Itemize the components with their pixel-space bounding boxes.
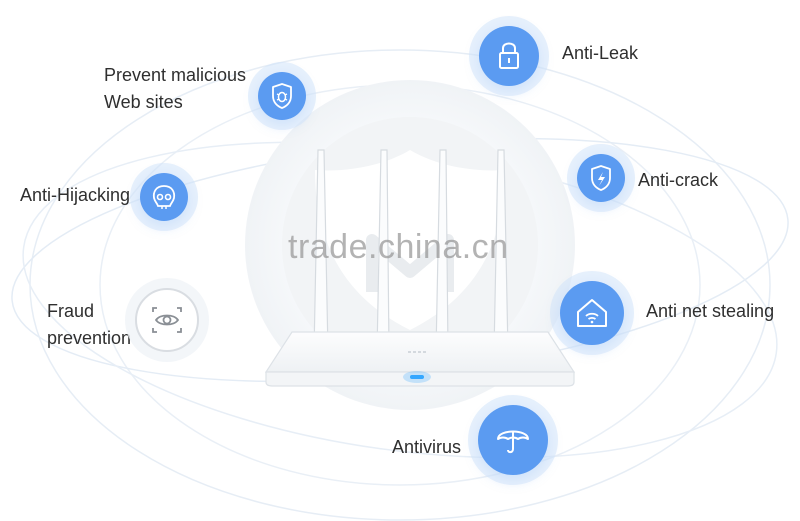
- router-body: [264, 331, 576, 387]
- umbrella-icon: [478, 405, 548, 475]
- label-prevent-malicious: Prevent malicious Web sites: [104, 65, 247, 112]
- skull-icon: [140, 173, 188, 221]
- label-fraud-prevention: Fraud prevention: [47, 301, 132, 348]
- lock-icon: [479, 26, 539, 86]
- label-antivirus: Antivirus: [392, 437, 462, 457]
- bug-shield-icon: [258, 72, 306, 120]
- label-anti-leak: Anti-Leak: [562, 43, 639, 63]
- watermark-text: trade.china.cn: [288, 228, 509, 266]
- label-anti-hijacking: Anti-Hijacking: [20, 185, 131, 205]
- router-led: [410, 375, 424, 379]
- shield-shape: [315, 150, 505, 330]
- shield-logo: [366, 234, 454, 292]
- label-anti-net-stealing: Anti net stealing: [646, 301, 775, 321]
- wifi-house-icon: [560, 281, 624, 345]
- eye-scan-icon: [135, 288, 199, 352]
- lightning-shield-icon: [577, 154, 625, 202]
- label-anti-crack: Anti-crack: [638, 170, 719, 190]
